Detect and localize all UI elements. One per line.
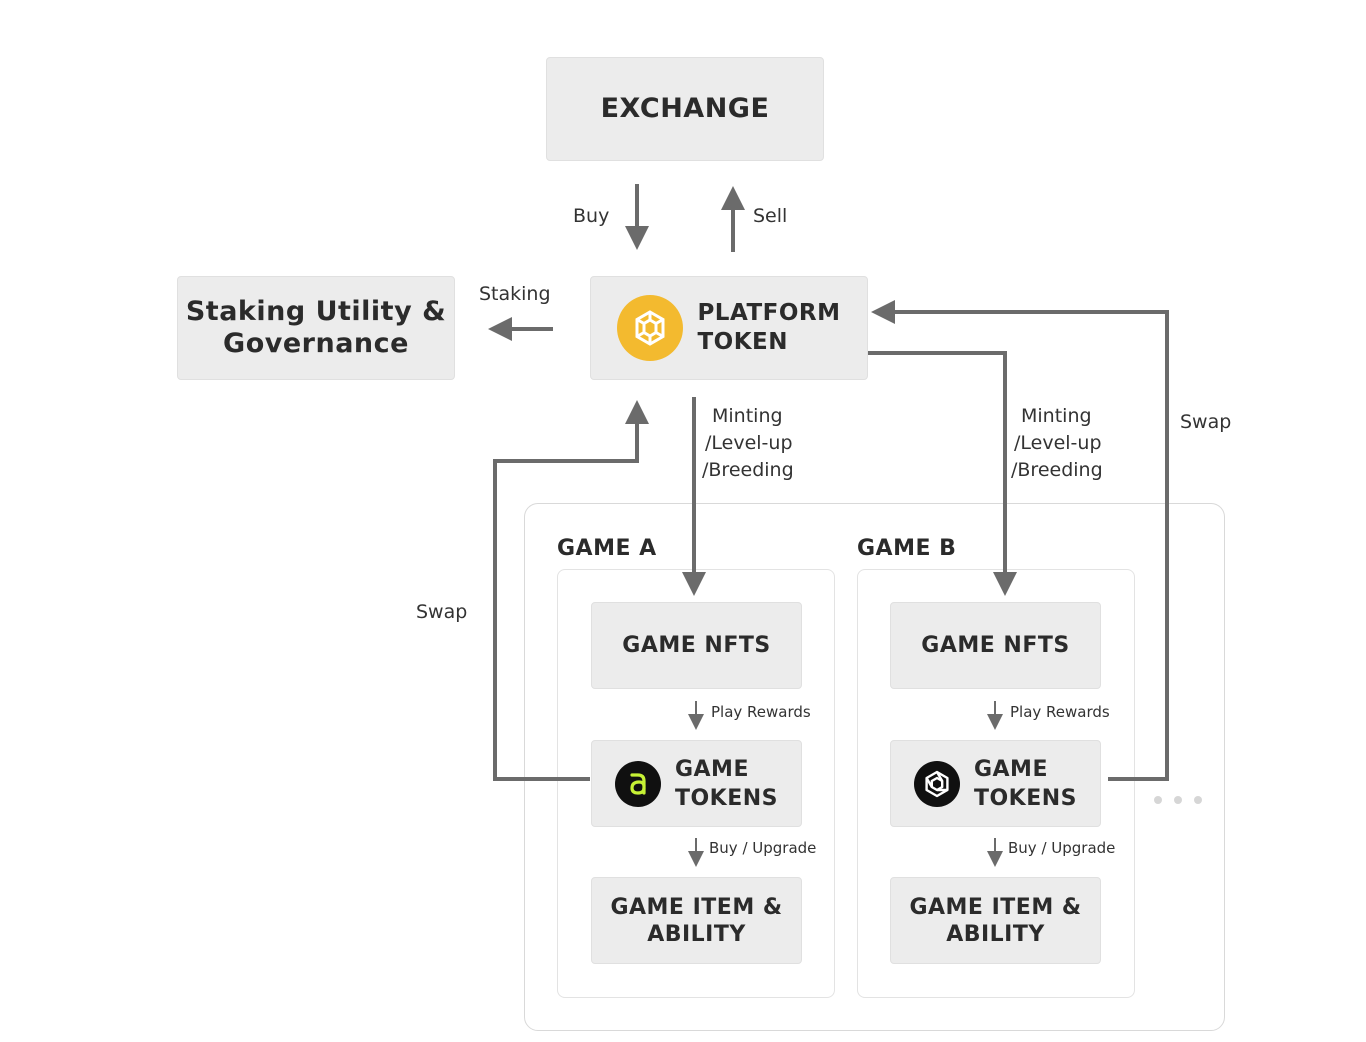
game-a-tokens-line1: GAME bbox=[674, 756, 749, 782]
sell-label: Sell bbox=[753, 205, 788, 227]
ellipsis-dot bbox=[1154, 796, 1162, 804]
game-b-buy-upgrade-label: Buy / Upgrade bbox=[1008, 839, 1116, 857]
game-b-tokens-node: GAME TOKENS bbox=[890, 740, 1101, 827]
minting-b-line1: Minting bbox=[1021, 405, 1092, 427]
swap-right-label: Swap bbox=[1180, 411, 1232, 433]
minting-b-line2: /Level-up bbox=[1014, 432, 1102, 454]
game-a-tokens-line2: TOKENS bbox=[674, 785, 779, 811]
game-b-play-rewards-label: Play Rewards bbox=[1010, 703, 1110, 721]
platform-token-icon bbox=[617, 295, 684, 361]
minting-a-label: Minting /Level-up /Breeding bbox=[702, 403, 794, 484]
game-b-items-line2: ABILITY bbox=[946, 921, 1045, 947]
minting-a-line3: /Breeding bbox=[702, 459, 794, 481]
staking-utility-line2: Governance bbox=[223, 328, 409, 359]
game-a-buy-upgrade-label: Buy / Upgrade bbox=[709, 839, 817, 857]
game-b-items-node: GAME ITEM & ABILITY bbox=[890, 877, 1101, 964]
game-b-nfts-node: GAME NFTS bbox=[890, 602, 1101, 689]
game-a-items-line2: ABILITY bbox=[647, 921, 746, 947]
minting-b-label: Minting /Level-up /Breeding bbox=[1011, 403, 1103, 484]
game-b-title: GAME B bbox=[857, 536, 957, 561]
game-b-nfts-label: GAME NFTS bbox=[921, 633, 1070, 658]
game-b-tokens-line1: GAME bbox=[973, 756, 1048, 782]
game-b-logo-icon bbox=[913, 760, 960, 807]
swap-left-arrow bbox=[493, 400, 649, 781]
game-a-nfts-node: GAME NFTS bbox=[591, 602, 802, 689]
game-a-items-node: GAME ITEM & ABILITY bbox=[591, 877, 802, 964]
platform-token-node: PLATFORM TOKEN bbox=[590, 276, 868, 380]
ellipsis-dot bbox=[1194, 796, 1202, 804]
minting-a-line1: Minting bbox=[712, 405, 783, 427]
platform-token-line2: TOKEN bbox=[697, 329, 788, 355]
minting-b-arrow bbox=[868, 351, 1017, 596]
game-a-logo-icon bbox=[614, 760, 661, 807]
platform-token-line1: PLATFORM bbox=[697, 300, 841, 326]
game-a-tokens-node: GAME TOKENS bbox=[591, 740, 802, 827]
game-a-title: GAME A bbox=[557, 536, 657, 561]
staking-utility-node: Staking Utility & Governance bbox=[177, 276, 455, 380]
swap-right-arrow bbox=[871, 300, 1169, 781]
ellipsis-dot bbox=[1174, 796, 1182, 804]
swap-left-label: Swap bbox=[416, 601, 468, 623]
exchange-node: EXCHANGE bbox=[546, 57, 824, 161]
buy-label: Buy bbox=[573, 205, 610, 227]
game-a-nfts-label: GAME NFTS bbox=[622, 633, 771, 658]
exchange-label: EXCHANGE bbox=[600, 93, 770, 124]
minting-b-line3: /Breeding bbox=[1011, 459, 1103, 481]
staking-label: Staking bbox=[479, 283, 551, 305]
minting-a-line2: /Level-up bbox=[705, 432, 793, 454]
game-a-items-line1: GAME ITEM & bbox=[610, 894, 783, 920]
staking-utility-line1: Staking Utility & bbox=[185, 296, 447, 327]
game-a-play-rewards-label: Play Rewards bbox=[711, 703, 811, 721]
game-b-tokens-line2: TOKENS bbox=[973, 785, 1078, 811]
game-b-items-line1: GAME ITEM & bbox=[909, 894, 1082, 920]
